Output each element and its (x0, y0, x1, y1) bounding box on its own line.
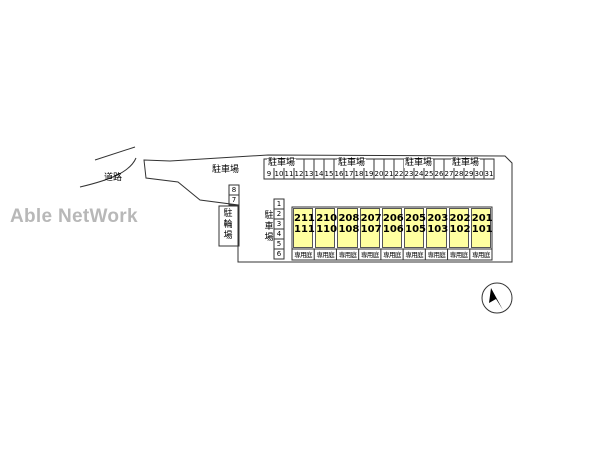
top-parking-space-number: 21 (384, 170, 394, 178)
top-parking-space-number: 15 (324, 170, 334, 178)
left-parking-space-number: 4 (276, 230, 282, 238)
top-parking-space-number: 13 (304, 170, 314, 178)
private-garden-label: 専用庭 (360, 251, 379, 259)
unit-lower-number: 105 (405, 224, 426, 235)
unit-lower-number: 107 (360, 224, 382, 235)
unit-lower-number: 111 (294, 224, 315, 235)
bicycle-parking-text: 駐輪場 (223, 209, 233, 241)
bicycle-parking-label: 駐輪場 (222, 209, 234, 242)
top-parking-space-number: 26 (434, 170, 444, 178)
site-boundary (143, 154, 513, 263)
unit-upper-number: 203 (427, 213, 449, 224)
side-parking-space-number: 8 (231, 186, 237, 194)
top-parking-space-number: 25 (424, 170, 434, 178)
left-parking-space-number: 2 (276, 210, 282, 218)
private-garden-label: 専用庭 (316, 251, 335, 259)
side-parking-space-number: 7 (231, 196, 237, 204)
unit-upper-number: 210 (316, 213, 338, 224)
unit-lower-number: 106 (382, 224, 404, 235)
top-parking-group-label: 駐車場 (337, 158, 367, 168)
top-parking-space-number: 10 (274, 170, 284, 178)
top-parking-space-number: 16 (334, 170, 344, 178)
left-parking-space-number: 6 (276, 250, 282, 258)
road-label: 道路 (104, 173, 123, 183)
top-parking-group-label: 駐車場 (267, 158, 297, 168)
left-parking-label: 駐車場 (263, 211, 275, 244)
unit-upper-number: 208 (338, 213, 360, 224)
left-parking-text: 駐車場 (264, 211, 274, 243)
private-garden-label: 専用庭 (383, 251, 401, 259)
top-parking-space-number: 30 (474, 170, 484, 178)
top-parking-space-number: 17 (344, 170, 354, 178)
top-parking-space-number: 9 (266, 170, 272, 178)
unit-upper-number: 202 (449, 213, 471, 224)
private-garden-label: 専用庭 (472, 251, 490, 259)
unit-lower-number: 108 (338, 224, 360, 235)
private-garden-label: 専用庭 (405, 251, 424, 259)
north-arrow-icon (481, 282, 513, 314)
left-parking-space-number: 1 (276, 200, 282, 208)
top-parking-space-number: 14 (314, 170, 324, 178)
top-parking-space-number: 18 (354, 170, 364, 178)
road-edge-upper (94, 146, 136, 161)
unit-upper-number: 205 (405, 213, 426, 224)
parking-label: 駐車場 (212, 165, 240, 175)
top-parking-space-number: 24 (414, 170, 424, 178)
top-parking-group-label: 駐車場 (451, 158, 481, 168)
unit-upper-number: 207 (360, 213, 382, 224)
top-parking-space-number: 22 (394, 170, 404, 178)
unit-upper-number: 211 (294, 213, 315, 224)
top-parking-space-number: 29 (464, 170, 474, 178)
top-parking-space-number: 27 (444, 170, 454, 178)
private-garden-label: 専用庭 (294, 251, 312, 259)
private-garden-label: 専用庭 (427, 251, 446, 259)
unit-upper-number: 206 (382, 213, 404, 224)
private-garden-label: 専用庭 (449, 251, 468, 259)
bicycle-parking-box (218, 205, 240, 247)
private-garden-strip (291, 248, 493, 261)
unit-lower-number: 101 (471, 224, 493, 235)
unit-lower-number: 102 (449, 224, 471, 235)
top-parking-space-number: 31 (484, 170, 494, 178)
top-parking-space-number: 11 (284, 170, 294, 178)
top-parking-group-label: 駐車場 (404, 158, 434, 168)
top-parking-space-number: 28 (454, 170, 464, 178)
left-parking-space-number: 5 (276, 240, 282, 248)
top-parking-space-number: 20 (374, 170, 384, 178)
left-parking-space-number: 3 (276, 220, 282, 228)
top-parking-space-number: 23 (404, 170, 414, 178)
private-garden-label: 専用庭 (338, 251, 357, 259)
top-parking-space-number: 12 (294, 170, 304, 178)
unit-lower-number: 110 (316, 224, 338, 235)
road-edge-lower (79, 157, 137, 188)
top-parking-strip (263, 158, 495, 180)
top-parking-space-number: 19 (364, 170, 374, 178)
unit-lower-number: 103 (427, 224, 449, 235)
watermark: Able NetWork (10, 206, 138, 227)
unit-upper-number: 201 (471, 213, 493, 224)
